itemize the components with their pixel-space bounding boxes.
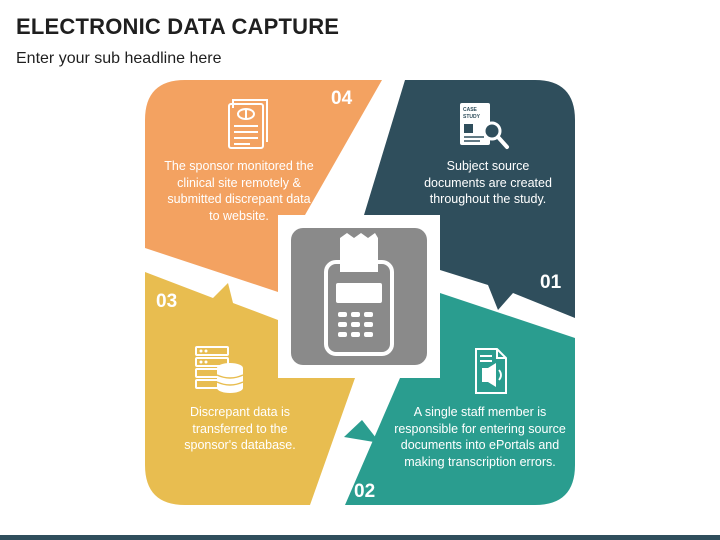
step-03-text: Discrepant data is transferred to the sp…	[184, 405, 296, 452]
step-01-number: 01	[540, 272, 562, 293]
step-04-text: The sponsor monitored the clinical site …	[164, 159, 314, 223]
step-02-number: 02	[354, 481, 376, 502]
page-title: ELECTRONIC DATA CAPTURE	[16, 14, 340, 39]
card-payment-terminal-icon	[324, 233, 394, 356]
step-02-pointer	[344, 420, 380, 443]
step-04-number: 04	[331, 88, 353, 109]
database-server-icon	[195, 346, 244, 393]
step-03-number: 03	[156, 291, 178, 312]
svg-text:STUDY: STUDY	[463, 114, 481, 120]
case-study-icon: CASE STUDY	[460, 103, 509, 149]
step-03-panel	[145, 272, 355, 505]
document-speaker-icon	[475, 348, 507, 394]
step-04-panel	[145, 80, 382, 292]
step-02-text: A single staff member is responsible for…	[394, 405, 566, 469]
footer-bar	[0, 535, 720, 540]
step-01-panel	[364, 80, 575, 318]
medical-report-icon	[228, 99, 268, 149]
step-01-text: Subject source documents are created thr…	[424, 159, 552, 206]
svg-text:CASE: CASE	[463, 107, 478, 113]
page-subtitle: Enter your sub headline here	[16, 50, 222, 67]
step-02-panel	[345, 293, 575, 505]
